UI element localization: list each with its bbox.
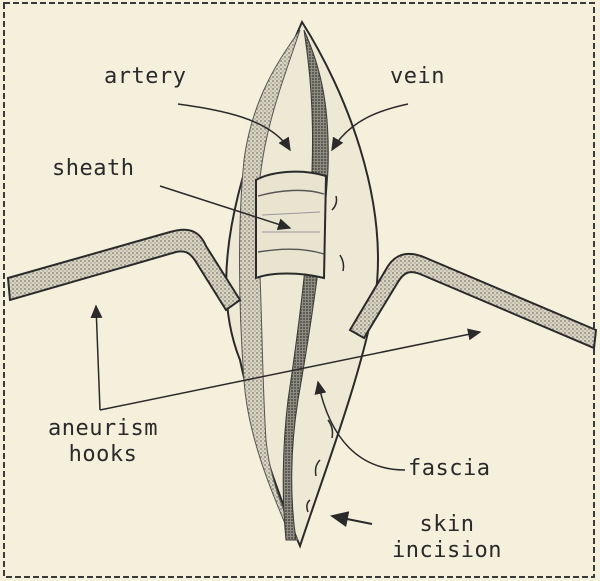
label-skin-line1: skin xyxy=(372,512,522,538)
label-aneurism-line1: aneurism xyxy=(18,416,188,442)
label-sheath: sheath xyxy=(52,156,134,182)
left-hook xyxy=(8,230,240,310)
hook-leader-left xyxy=(96,306,100,410)
label-skin-line2: incision xyxy=(372,538,522,564)
label-aneurism-line2: hooks xyxy=(18,442,188,468)
skin-leader xyxy=(332,516,372,524)
label-aneurism-hooks: aneurism hooks xyxy=(18,416,188,468)
label-artery: artery xyxy=(104,64,186,90)
label-skin-incision: skin incision xyxy=(372,512,522,564)
label-vein: vein xyxy=(390,64,445,90)
sheath-shape xyxy=(256,172,326,278)
label-fascia: fascia xyxy=(408,456,490,482)
